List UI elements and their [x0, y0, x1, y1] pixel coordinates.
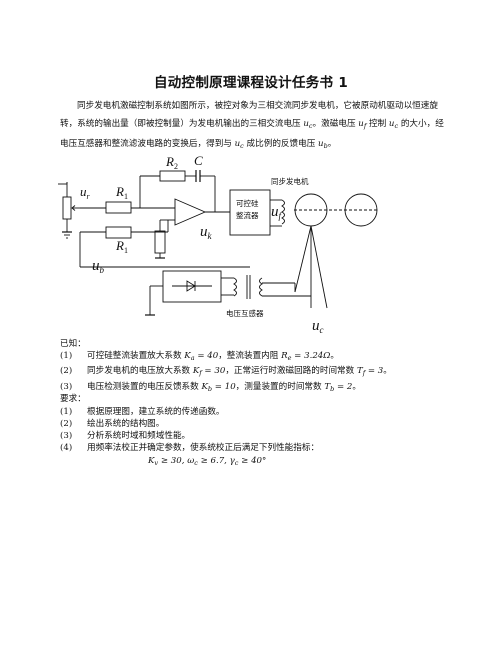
rectifier-bridge: [162, 270, 222, 303]
label-scr-1: 可控硅: [236, 198, 259, 208]
label-r1-top: R1: [115, 184, 128, 201]
symbol-uc-3: uc: [234, 139, 244, 150]
resistor-r2: [159, 170, 186, 182]
label-uk: uk: [200, 224, 213, 241]
known-item-2: (2)同步发电机的电压放大系数 Kf = 30，正常运行时激磁回路的时间常数 T…: [60, 366, 392, 377]
symbol-ub: ub: [318, 139, 328, 150]
label-r1-bottom: R1: [115, 238, 128, 255]
transformer-secondary: [259, 277, 263, 297]
requirement-4: (4)用频率法校正并确定参数，使系统校正后满足下列性能指标：: [60, 443, 320, 453]
label-transformer: 电压互感器: [226, 308, 264, 318]
known-item-3: (3)电压检测装置的电压反馈系数 Kb = 10，测量装置的时间常数 Tb = …: [60, 382, 362, 393]
requirement-3: (3)分析系统时域和频域性能。: [60, 431, 191, 441]
label-ub: ub: [92, 258, 105, 275]
symbol-uf: uf: [358, 119, 367, 130]
potentiometer: [62, 196, 72, 220]
known-item-1: (1)可控硅整流装置放大系数 Ka = 40，整流装置内阻 Re = 3.24Ω…: [60, 351, 339, 362]
op-amp: [174, 198, 207, 226]
performance-formula: Kv ≥ 30, ωc ≥ 6.7, γc ≥ 40°: [148, 456, 267, 467]
symbol-uc-2: uc: [388, 119, 399, 130]
requirements-heading: 要求：: [60, 394, 86, 404]
label-generator: 同步发电机: [271, 176, 309, 186]
intro-line-1: 同步发电机激磁控制系统如图所示，被控对象为三相交流同步发电机，它被原动机驱动以恒…: [77, 101, 438, 111]
circuit-diagram: R2 C ur R1 R1 uk ub uf uc 同步发电机 可控硅 整流器 …: [58, 153, 378, 335]
excitation-coil: [281, 199, 285, 225]
label-uf: uf: [271, 204, 283, 221]
requirement-1: (1)根据原理图，建立系统的传递函数。: [60, 407, 225, 417]
label-scr-2: 整流器: [236, 210, 259, 220]
intro-line-2: 转，系统的输出量（即被控制量）为发电机输出的三相交流电压 uc。激磁电压 uf …: [60, 119, 444, 130]
label-ur: ur: [80, 184, 91, 201]
intro-line-3: 电压互感器和整流滤波电路的变换后，得到与 uc 成比例的反馈电压 ub。: [60, 139, 337, 150]
intro-paragraph: 同步发电机激磁控制系统如图所示，被控对象为三相交流同步发电机，它被原动机驱动以恒…: [60, 97, 456, 155]
resistor-ground: [154, 230, 166, 254]
resistor-r1-bottom: [105, 226, 132, 239]
scr-rectifier: [229, 189, 271, 236]
label-uc: uc: [312, 318, 324, 335]
document-title: 自动控制原理课程设计任务书 1: [153, 75, 349, 91]
label-c: C: [194, 153, 203, 168]
symbol-uc: uc: [303, 119, 313, 130]
transformer-primary: [233, 277, 237, 297]
resistor-r1-top: [105, 201, 132, 214]
known-heading: 已知：: [60, 339, 86, 349]
requirement-2: (2)绘出系统的结构图。: [60, 419, 165, 429]
label-r2: R2: [165, 154, 178, 171]
